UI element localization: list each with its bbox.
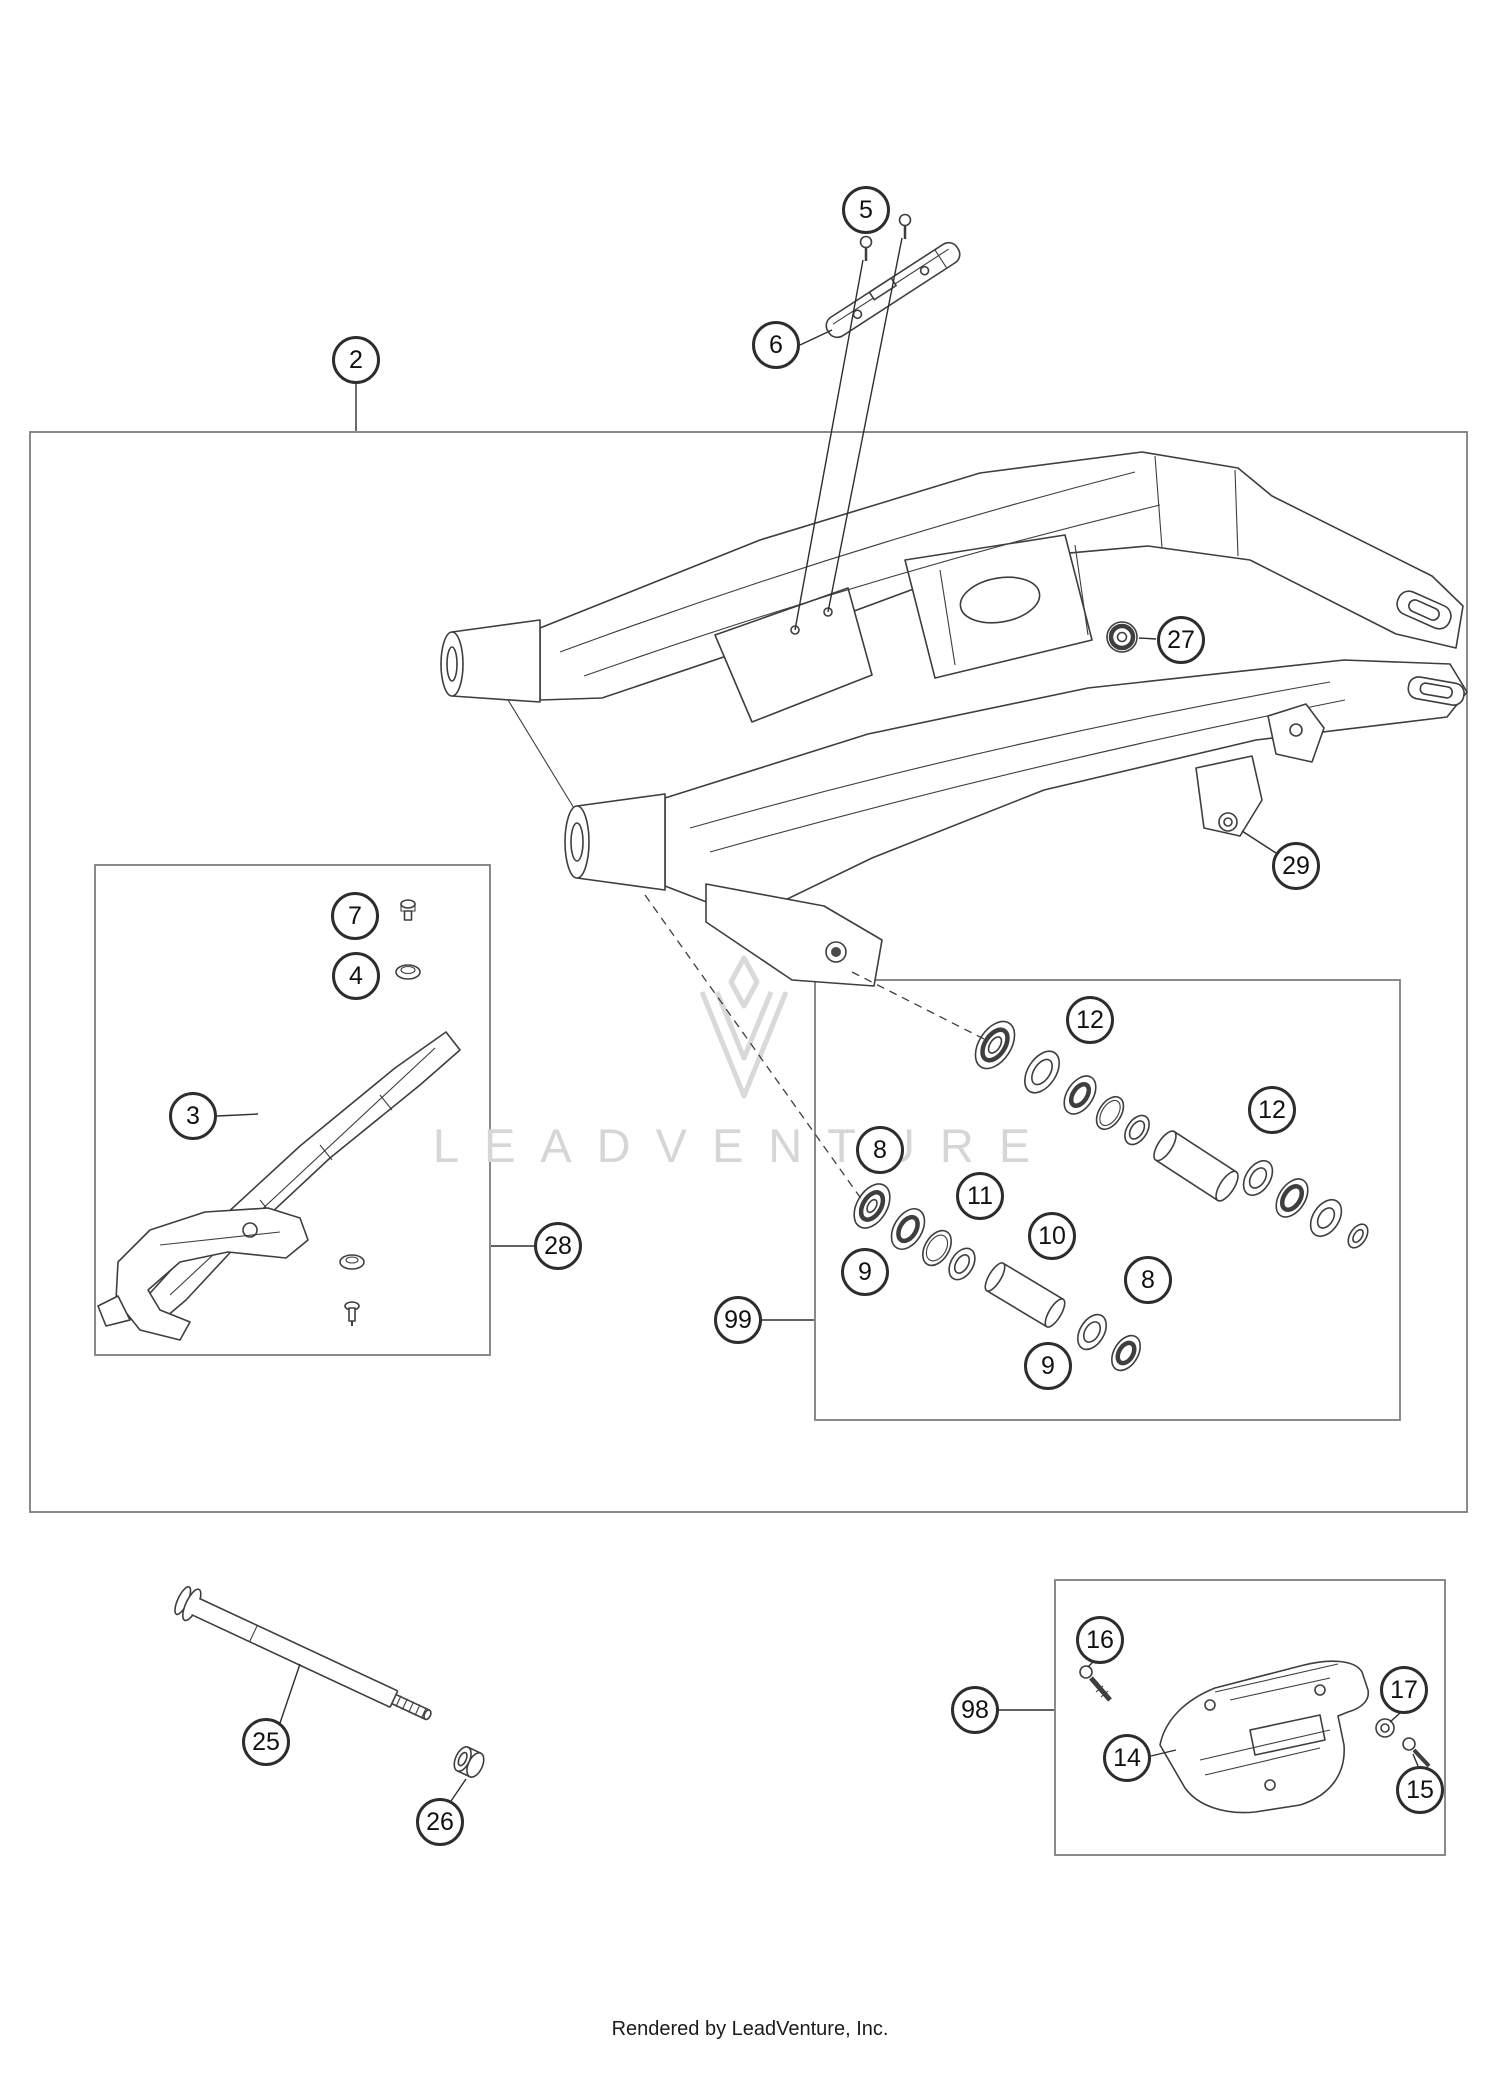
part-26-nut [453, 1746, 485, 1778]
part-16-bolt [1079, 1665, 1112, 1702]
callout-7[interactable]: 7 [331, 892, 379, 940]
watermark-flame-inner [714, 991, 774, 1061]
spacer-tube-lower [984, 1262, 1066, 1328]
part-28-box [94, 864, 491, 1356]
callout-10[interactable]: 10 [1028, 1212, 1076, 1260]
callout-4[interactable]: 4 [332, 952, 380, 1000]
part-98-box [1054, 1579, 1446, 1856]
part-2-box [29, 431, 1468, 1513]
part-27-grommet [1106, 621, 1138, 653]
callout-11[interactable]: 11 [956, 1172, 1004, 1220]
callout-26[interactable]: 26 [416, 1798, 464, 1846]
callout-8-2[interactable]: 8 [1124, 1256, 1172, 1304]
callout-27[interactable]: 27 [1157, 616, 1205, 664]
part-3-chain-slider [97, 1031, 461, 1341]
callout-28[interactable]: 28 [534, 1222, 582, 1270]
frame-boxes [29, 431, 1468, 1856]
callout-25[interactable]: 25 [242, 1718, 290, 1766]
callout-5[interactable]: 5 [842, 186, 890, 234]
part-3-fasteners [339, 1254, 365, 1326]
callout-14[interactable]: 14 [1103, 1734, 1151, 1782]
callout-99[interactable]: 99 [714, 1296, 762, 1344]
part-99-box [814, 979, 1401, 1421]
leader-lines [216, 237, 1419, 1802]
part-5-bolts [859, 213, 912, 261]
part-29-bolt [1218, 812, 1238, 832]
callout-9[interactable]: 9 [841, 1248, 889, 1296]
callout-29[interactable]: 29 [1272, 842, 1320, 890]
part-29-bracket [1195, 755, 1263, 837]
bearing-set-upper [974, 1020, 1369, 1249]
callout-8[interactable]: 8 [856, 1126, 904, 1174]
part-4-cap [395, 964, 421, 980]
callout-6[interactable]: 6 [752, 321, 800, 369]
part-6-chain-guide-top [825, 241, 961, 339]
callout-3[interactable]: 3 [169, 1092, 217, 1140]
callout-12-2[interactable]: 12 [1248, 1086, 1296, 1134]
part-14-chain-guide [1159, 1660, 1370, 1814]
callout-9-2[interactable]: 9 [1024, 1342, 1072, 1390]
watermark-text: LEADVENTURE [433, 1119, 1055, 1172]
part-7-screw [400, 899, 416, 921]
spacer-tube-upper [1153, 1130, 1239, 1202]
assembly-dashed-lines [644, 894, 987, 1201]
callout-16[interactable]: 16 [1076, 1616, 1124, 1664]
swingarm-drawing [440, 451, 1468, 987]
watermark: LEADVENTURE [433, 955, 1055, 1172]
callout-2[interactable]: 2 [332, 336, 380, 384]
callout-12[interactable]: 12 [1066, 996, 1114, 1044]
bearing-set-lower [853, 1183, 1141, 1372]
footer-credit: Rendered by LeadVenture, Inc. [611, 2018, 889, 2040]
callout-15[interactable]: 15 [1396, 1766, 1444, 1814]
watermark-flame-outer [699, 991, 789, 1099]
part-15-bolt [1402, 1737, 1431, 1768]
callout-17[interactable]: 17 [1380, 1666, 1428, 1714]
watermark-flame-tip [728, 955, 760, 1009]
part-25-axle [174, 1586, 432, 1721]
part-17-washer [1375, 1718, 1395, 1738]
callout-98[interactable]: 98 [951, 1686, 999, 1734]
